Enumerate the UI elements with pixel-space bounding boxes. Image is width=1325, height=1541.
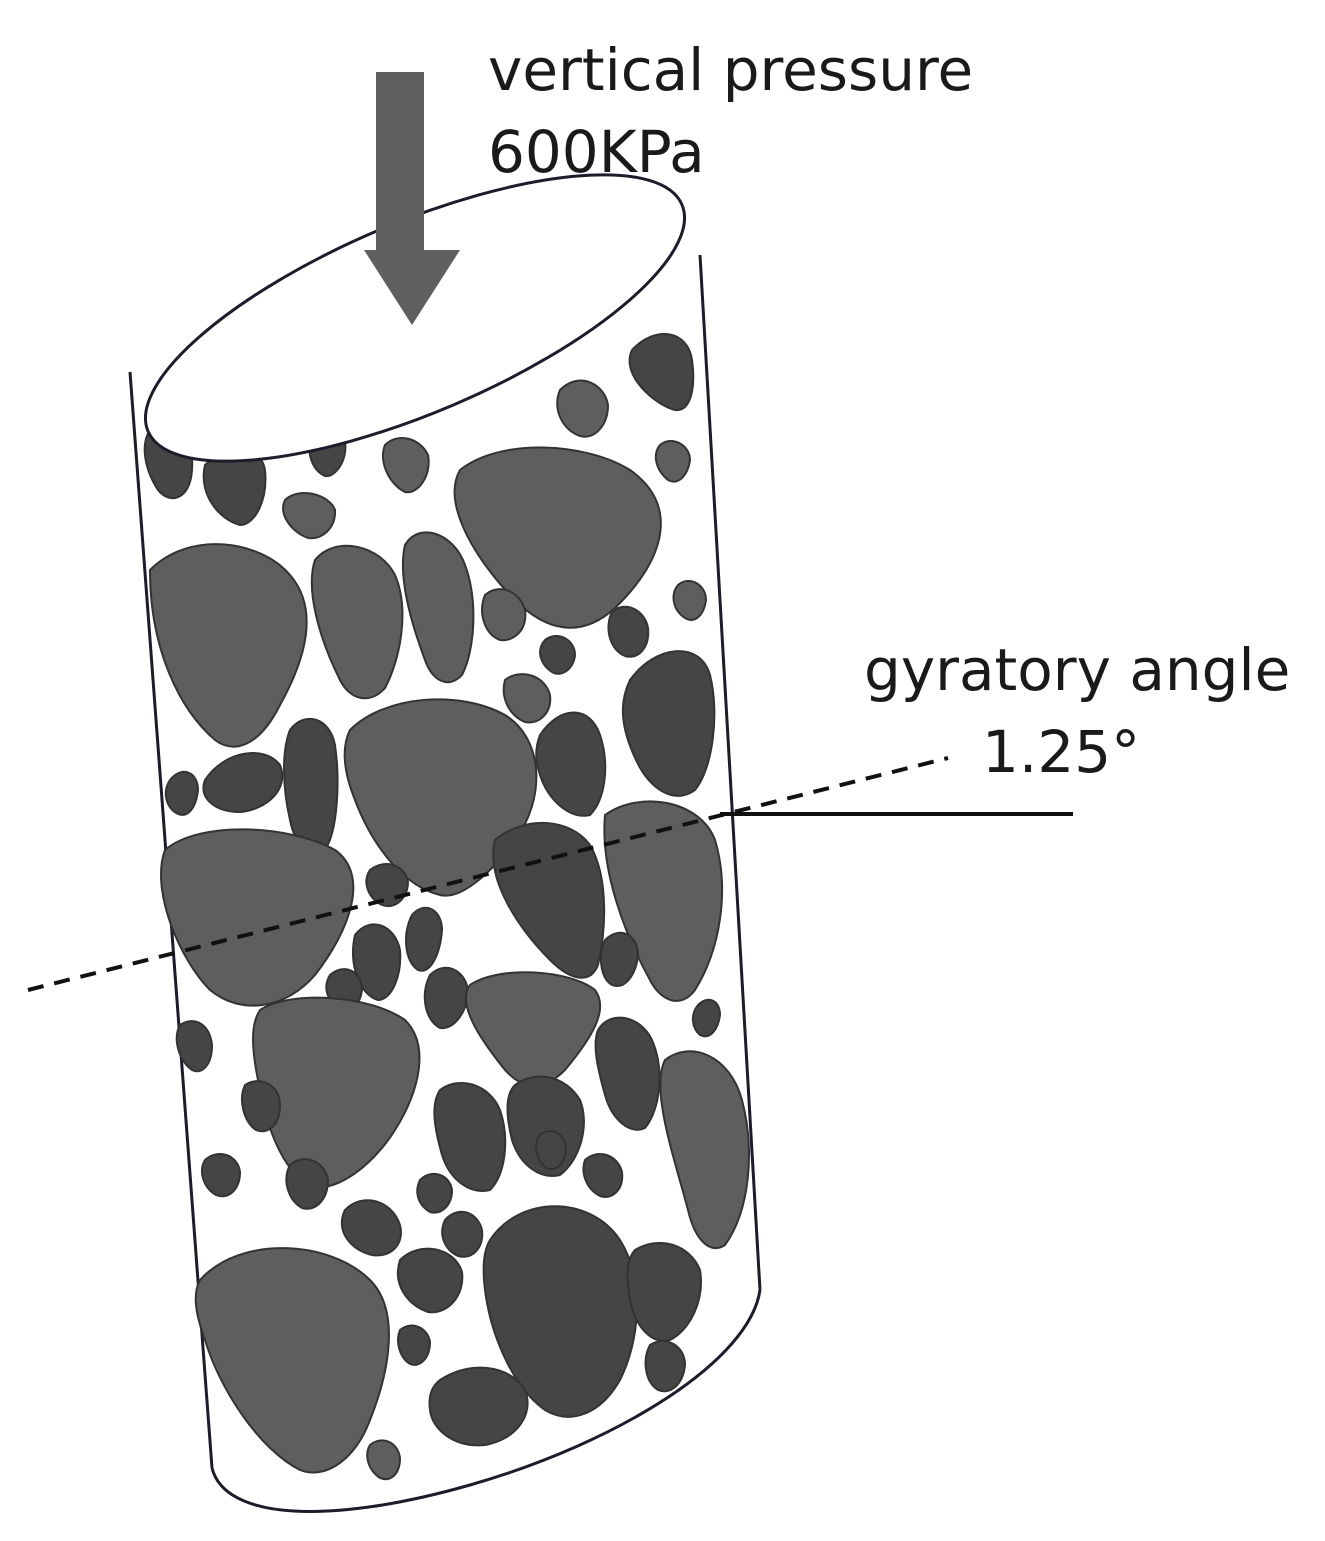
aggregate-particle	[160, 828, 355, 1007]
aggregate-particle	[164, 770, 200, 816]
aggregate-particle	[453, 446, 662, 629]
aggregate-particle	[556, 379, 610, 438]
aggregate-particle	[692, 998, 722, 1038]
aggregate-particle	[659, 1050, 750, 1250]
aggregate-particle	[423, 966, 470, 1030]
aggregate-particle	[382, 436, 430, 494]
pressure-title: vertical pressure	[488, 36, 974, 104]
aggregate-particle	[282, 492, 337, 540]
aggregate-particle	[283, 718, 339, 855]
aggregate-particle	[582, 1153, 624, 1198]
aggregate-particle	[535, 711, 607, 817]
angle-value: 1.25°	[982, 718, 1141, 786]
aggregate-particle	[441, 1210, 484, 1258]
aggregate-particle	[594, 1016, 661, 1131]
angle-title: gyratory angle	[864, 636, 1291, 704]
aggregate-particle	[433, 1081, 507, 1192]
aggregate-particle	[502, 673, 552, 724]
cylinder-right-wall	[698, 254, 762, 1291]
aggregate-particle	[607, 605, 650, 658]
aggregate-particle	[366, 1439, 402, 1480]
aggregate-particle	[201, 1153, 242, 1198]
aggregate-particle	[621, 650, 716, 797]
aggregate-particle	[672, 580, 708, 621]
aggregate-particle	[397, 1247, 464, 1314]
aggregate-particle	[340, 1199, 402, 1257]
aggregate-particle	[428, 1366, 529, 1447]
gyratory-axis-line	[27, 756, 949, 992]
aggregate-particle	[628, 333, 695, 412]
aggregate-particle	[285, 1158, 330, 1210]
aggregate-particle	[175, 1020, 214, 1073]
pressure-value: 600KPa	[488, 118, 705, 186]
aggregate-particle	[397, 1324, 432, 1366]
cylinder-bottom-edge	[210, 1289, 762, 1513]
aggregate-particle	[464, 971, 602, 1087]
aggregate-particle	[148, 543, 308, 748]
aggregate-particle	[644, 1340, 687, 1393]
aggregate-particle	[365, 863, 410, 908]
aggregate-particle	[599, 931, 640, 987]
aggregate-particle	[481, 588, 527, 642]
aggregate-particle	[539, 635, 577, 675]
aggregate-particle	[194, 1247, 390, 1474]
aggregate-particle	[654, 440, 692, 483]
aggregate-particle	[241, 1080, 282, 1133]
aggregate-particle	[405, 906, 444, 972]
aggregate-particle	[310, 544, 404, 700]
aggregate-particle	[416, 1172, 454, 1214]
aggregate-particle	[626, 1241, 702, 1342]
aggregate-particle	[252, 996, 421, 1189]
aggregate-particle	[603, 800, 724, 1002]
aggregate-particle	[202, 752, 284, 814]
down-arrow-icon	[364, 72, 460, 325]
aggregate-particle	[482, 1205, 638, 1418]
aggregate-particle	[535, 1130, 568, 1170]
aggregate-particles	[143, 333, 750, 1480]
aggregate-particle	[492, 821, 606, 979]
aggregate-particle	[401, 531, 475, 684]
